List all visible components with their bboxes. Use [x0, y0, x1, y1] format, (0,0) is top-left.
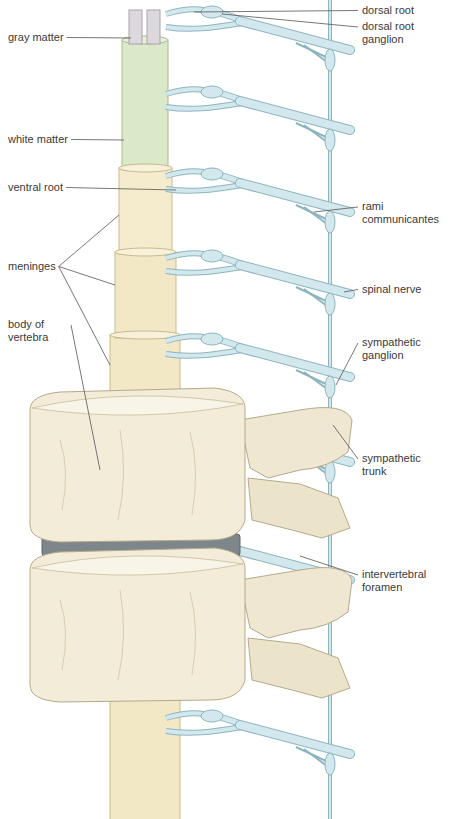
meninges-middle	[115, 252, 176, 338]
leader-line	[71, 139, 124, 141]
gray-matter-shape	[147, 10, 160, 44]
part-label: meninges	[8, 260, 56, 273]
leader-line	[67, 37, 131, 39]
leader-line	[71, 325, 100, 470]
part-label: ventral root	[8, 181, 63, 194]
part-label: dorsal root ganglion	[362, 20, 446, 46]
vertebra	[30, 548, 352, 702]
part-label: white matter	[8, 133, 68, 146]
gray-matter-shape	[129, 10, 142, 44]
meninges-inner	[119, 168, 172, 254]
part-label: sympathetic ganglion	[362, 336, 446, 362]
leader-line	[300, 556, 358, 575]
leader-line	[222, 14, 358, 27]
leader-line	[59, 215, 119, 266]
white-matter-shape	[122, 40, 168, 170]
nerve-level	[166, 86, 350, 151]
nerve-level	[166, 6, 350, 71]
leader-line	[344, 289, 358, 292]
part-label: spinal nerve	[362, 283, 421, 296]
vertebra	[30, 388, 352, 542]
leader-line	[314, 207, 358, 212]
leader-line	[59, 266, 110, 365]
nerve-level	[166, 168, 350, 233]
meninges-top	[119, 164, 172, 172]
part-label: gray matter	[8, 31, 64, 44]
leader-line	[333, 425, 358, 459]
part-label: dorsal root	[362, 4, 414, 17]
nerve-level	[166, 710, 350, 775]
nerve-level	[166, 250, 350, 315]
part-label: intervertebral foramen	[362, 568, 446, 594]
part-label: body of vertebra	[8, 318, 68, 344]
part-label: rami communicantes	[362, 200, 446, 226]
leader-line	[66, 187, 176, 190]
leader-line	[194, 10, 358, 12]
part-label: sympathetic trunk	[362, 452, 446, 478]
leader-line	[336, 343, 358, 385]
